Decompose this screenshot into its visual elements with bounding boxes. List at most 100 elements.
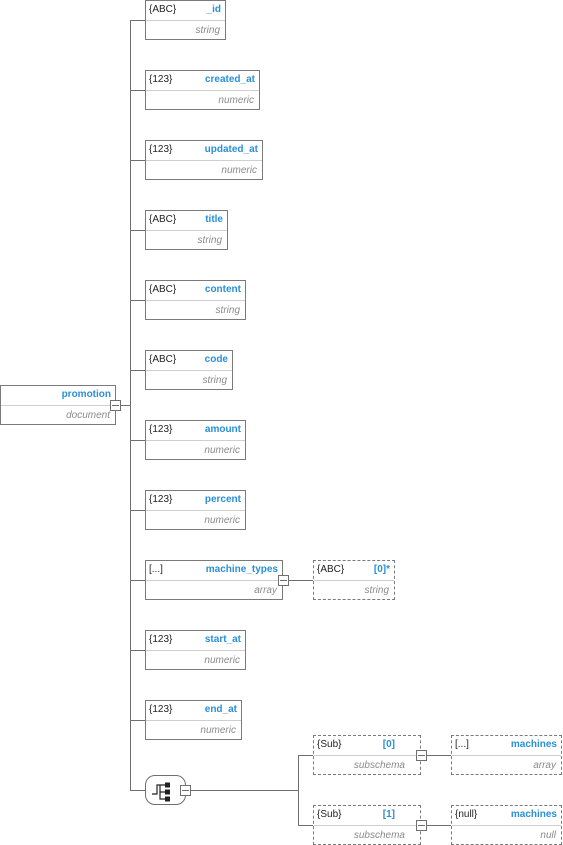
connector-branch (130, 230, 145, 231)
field-node-start-at[interactable]: {123} start_at numeric (145, 630, 246, 670)
node-header (452, 736, 561, 756)
collapse-toggle-machine-types[interactable] (278, 575, 289, 586)
type-badge: {ABC} (149, 4, 177, 15)
field-name: machines (510, 739, 557, 750)
node-header (1, 386, 115, 406)
connector-branch (130, 790, 145, 791)
node-header (146, 281, 245, 301)
connector-branch (130, 90, 145, 91)
field-node-percent[interactable]: {123} percent numeric (145, 490, 246, 530)
choice-node[interactable] (145, 775, 186, 805)
node-header (146, 351, 232, 371)
collapse-toggle-root[interactable] (110, 400, 121, 411)
connector-branch (130, 650, 145, 651)
node-header (452, 806, 561, 826)
field-name: code (204, 354, 228, 365)
field-name: [0]* (373, 564, 390, 575)
field-node-end-at[interactable]: {123} end_at numeric (145, 700, 242, 740)
type-badge: {123} (149, 424, 173, 435)
field-node-updated-at[interactable]: {123} updated_at numeric (145, 140, 263, 180)
field-type: subschema (353, 830, 405, 841)
node-header (146, 491, 245, 511)
field-type: string (195, 25, 220, 36)
field-type: string (197, 235, 222, 246)
connector-branch (130, 370, 145, 371)
connector-choice (191, 790, 299, 791)
connector-choice-branch (298, 755, 313, 756)
field-node-code[interactable]: {ABC} code string (145, 350, 233, 390)
field-node-machine-types[interactable]: [...] machine_types array (145, 560, 283, 600)
connector-branch (130, 20, 145, 21)
connector-branch (130, 160, 145, 161)
root-name: promotion (61, 389, 111, 400)
subschema-child-node-1[interactable]: {null} machines null (451, 805, 562, 845)
field-type: string (215, 305, 240, 316)
node-header (314, 561, 394, 581)
field-type: subschema (353, 760, 405, 771)
connector-branch (130, 510, 145, 511)
field-type: array (533, 760, 556, 771)
type-badge: {ABC} (149, 284, 177, 295)
field-name: machine_types (205, 564, 278, 575)
field-name: amount (204, 424, 241, 435)
field-name: title (205, 214, 223, 225)
type-badge: {null} (455, 809, 478, 820)
field-type: numeric (218, 95, 254, 106)
node-header (146, 1, 225, 21)
node-header (314, 736, 420, 756)
field-name: percent (204, 494, 241, 505)
field-type: null (540, 830, 556, 841)
field-name: start_at (204, 634, 241, 645)
node-header (314, 806, 420, 826)
field-type: numeric (221, 165, 257, 176)
type-badge: {123} (149, 74, 173, 85)
field-node-content[interactable]: {ABC} content string (145, 280, 246, 320)
node-header (146, 421, 245, 441)
field-name: [1] (382, 809, 395, 820)
type-badge: {123} (149, 494, 173, 505)
connector-sub-child (427, 755, 451, 756)
field-type: numeric (204, 655, 240, 666)
subschema-child-node-0[interactable]: [...] machines array (451, 735, 562, 775)
field-name: end_at (204, 704, 237, 715)
field-name: [0] (382, 739, 395, 750)
type-badge: {123} (149, 634, 173, 645)
field-type: numeric (200, 725, 236, 736)
type-badge: {ABC} (149, 354, 177, 365)
node-header (146, 71, 259, 91)
array-item-node[interactable]: {ABC} [0]* string (313, 560, 395, 600)
node-header (146, 141, 262, 161)
field-name: machines (510, 809, 557, 820)
node-header (146, 631, 245, 651)
field-name: updated_at (204, 144, 258, 155)
type-badge: {ABC} (149, 214, 177, 225)
connector-branch (130, 580, 145, 581)
type-badge: {Sub} (317, 809, 342, 820)
type-badge: {ABC} (317, 564, 345, 575)
root-node[interactable]: promotion document (0, 385, 116, 425)
field-name: created_at (204, 74, 255, 85)
connector-branch (130, 440, 145, 441)
field-type: string (202, 375, 227, 386)
subschema-node-1[interactable]: {Sub} [1] subschema (313, 805, 421, 845)
type-badge: [...] (149, 564, 163, 575)
field-node-created-at[interactable]: {123} created_at numeric (145, 70, 260, 110)
type-badge: {123} (149, 704, 173, 715)
field-type: numeric (204, 515, 240, 526)
collapse-toggle-subschema-0[interactable] (416, 750, 427, 761)
collapse-toggle-subschema-1[interactable] (416, 820, 427, 831)
node-header (146, 701, 241, 721)
connector-branch (130, 300, 145, 301)
subschema-node-0[interactable]: {Sub} [0] subschema (313, 735, 421, 775)
choice-icon (152, 782, 170, 802)
field-name: _id (206, 4, 221, 15)
field-node-amount[interactable]: {123} amount numeric (145, 420, 246, 460)
field-node-id[interactable]: {ABC} _id string (145, 0, 226, 40)
connector-branch (130, 720, 145, 721)
node-header (146, 561, 282, 581)
field-node-title[interactable]: {ABC} title string (145, 210, 228, 250)
root-type: document (66, 410, 110, 421)
connector-array-item (289, 580, 313, 581)
collapse-toggle-choice[interactable] (180, 785, 191, 796)
